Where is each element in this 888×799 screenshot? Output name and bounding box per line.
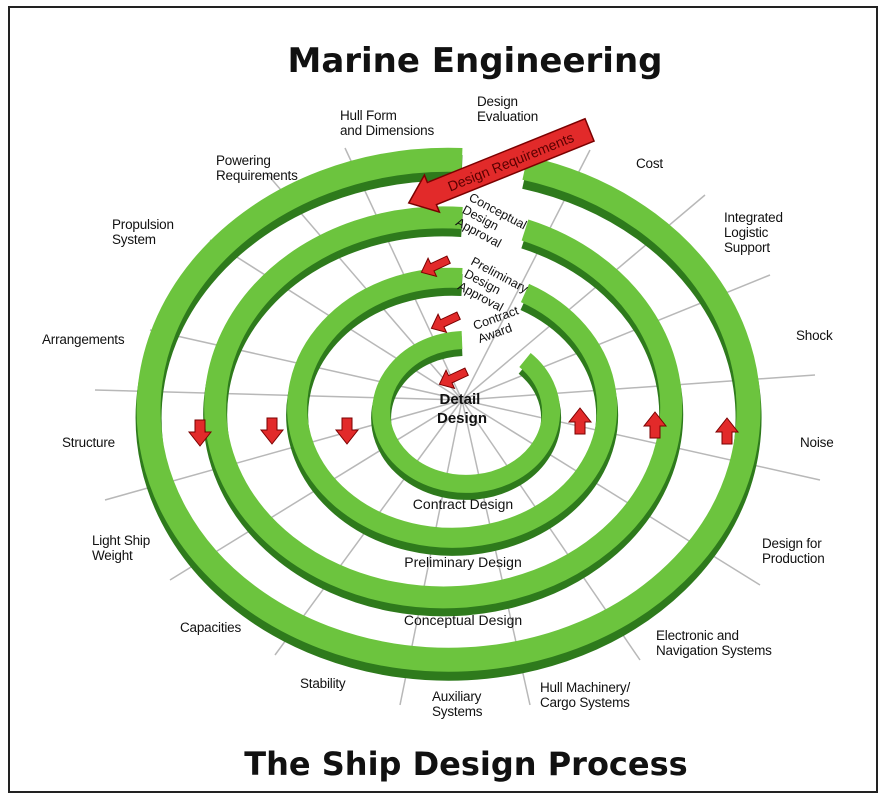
down-arrow-icon	[334, 417, 360, 445]
design-evaluation-label: Design Evaluation	[477, 94, 538, 124]
up-arrow-icon	[642, 411, 668, 439]
capacities-label: Capacities	[180, 620, 241, 635]
gate-arrows	[420, 255, 469, 390]
up-arrows	[567, 407, 740, 445]
up-arrow-icon	[567, 407, 593, 435]
stability-label: Stability	[300, 676, 346, 691]
design-spiral	[135, 147, 762, 681]
ils-label: Integrated Logistic Support	[724, 210, 786, 255]
propulsion-label: Propulsion System	[112, 217, 177, 247]
structure-label: Structure	[62, 435, 115, 450]
spoke-line	[461, 399, 821, 481]
cost-label: Cost	[636, 156, 663, 171]
preliminary-design-label: Preliminary Design	[404, 554, 521, 570]
auxiliary-systems-label: Auxiliary Systems	[432, 689, 485, 719]
powering-label: Powering Requirements	[216, 153, 298, 183]
contract-design-label: Contract Design	[413, 496, 513, 512]
inward-arrow	[438, 367, 469, 390]
light-ship-weight-label: Light Ship Weight	[92, 533, 154, 563]
inward-arrow	[430, 311, 461, 334]
electronic-navigation-label: Electronic and Navigation Systems	[656, 628, 772, 658]
detail-design-label: Detail Design	[437, 391, 487, 427]
arrangements-label: Arrangements	[42, 332, 125, 347]
inward-arrow	[420, 255, 451, 278]
down-arrows	[187, 417, 360, 447]
shock-label: Shock	[796, 328, 833, 343]
conceptual-design-label: Conceptual Design	[404, 612, 522, 628]
conceptual-approval-label: Conceptual Design Approval	[453, 190, 532, 258]
hull-form-label: Hull Form and Dimensions	[340, 108, 434, 138]
down-arrow-icon	[187, 419, 213, 447]
down-arrow-icon	[259, 417, 285, 445]
diagram-title: Marine Engineering	[287, 41, 662, 81]
up-arrow-icon	[714, 417, 740, 445]
hull-machinery-label: Hull Machinery/ Cargo Systems	[540, 680, 634, 710]
footer-title: The Ship Design Process	[244, 745, 687, 783]
noise-label: Noise	[800, 435, 834, 450]
contract-award-label: Contract Award	[471, 302, 528, 346]
design-for-production-label: Design for Production	[762, 536, 825, 566]
diagram-border	[8, 6, 878, 793]
